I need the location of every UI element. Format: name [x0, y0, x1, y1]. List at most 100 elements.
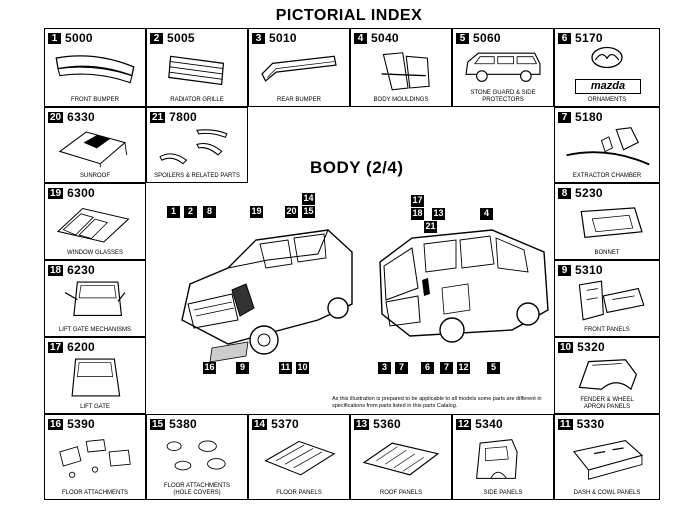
callout-8[interactable]: 8	[203, 206, 216, 218]
part-code: 5010	[269, 31, 297, 45]
index-number: 2	[150, 32, 163, 44]
part-code: 5230	[575, 186, 603, 200]
bonnet-drawing	[561, 200, 653, 247]
part-caption: FLOOR ATTACHMENTS (HOLE COVERS)	[163, 483, 231, 496]
callout-11[interactable]: 11	[279, 362, 292, 374]
part-code: 5330	[576, 417, 605, 431]
part-code: 5310	[575, 263, 603, 277]
applicability-note: As this illustration is prepared to be a…	[332, 396, 542, 409]
part-caption: ORNAMENTS	[587, 97, 627, 103]
part-caption: FRONT BUMPER	[71, 97, 119, 103]
part-caption: BODY MOULDINGS	[373, 97, 429, 103]
index-number: 13	[354, 418, 370, 430]
part-caption: FENDER & WHEEL APRON PANELS	[580, 397, 634, 410]
callout-13[interactable]: 13	[432, 208, 445, 220]
part-caption: BONNET	[594, 250, 620, 256]
floor-attachments-drawing	[51, 431, 139, 487]
part-code: 5060	[473, 31, 501, 45]
callout-16[interactable]: 16	[203, 362, 216, 374]
part-caption: FLOOR PANELS	[276, 490, 322, 496]
part-caption: WINDOW GLASSES	[66, 250, 123, 256]
part-caption: FLOOR ATTACHMENTS	[61, 490, 129, 496]
part-code: 5320	[577, 340, 606, 354]
callout-14[interactable]: 14	[302, 193, 315, 205]
index-number: 16	[48, 418, 64, 430]
section-title: BODY (2/4)	[310, 158, 404, 177]
callout-17[interactable]: 17	[411, 195, 424, 207]
side-panels-drawing	[459, 431, 547, 487]
part-caption: RADIATOR GRILLE	[170, 97, 224, 103]
index-number: 11	[558, 418, 573, 430]
index-number: 14	[252, 418, 268, 430]
part-code: 5340	[475, 417, 504, 431]
front-panels-drawing	[561, 277, 653, 324]
sunroof-drawing	[51, 124, 139, 170]
callout-3[interactable]: 3	[378, 362, 391, 374]
callout-19[interactable]: 19	[250, 206, 263, 218]
callout-18[interactable]: 18	[411, 208, 424, 220]
callout-12[interactable]: 12	[457, 362, 470, 374]
callout-10[interactable]: 10	[296, 362, 309, 374]
part-code: 7800	[169, 110, 198, 124]
mazda-emblem	[561, 45, 653, 70]
callout-7[interactable]: 7	[395, 362, 408, 374]
callout-5[interactable]: 5	[487, 362, 500, 374]
radiator-grille-drawing	[153, 45, 241, 94]
callout-21[interactable]: 21	[424, 221, 437, 233]
index-number: 12	[456, 418, 472, 430]
callout-4[interactable]: 4	[480, 208, 493, 220]
dash-cowl-drawing	[561, 431, 653, 487]
index-number: 4	[354, 32, 367, 44]
rear-van-illustration	[379, 229, 549, 343]
callout-1[interactable]: 1	[167, 206, 180, 218]
part-code: 5370	[271, 417, 300, 431]
part-code: 5000	[65, 31, 93, 45]
mazda-logo-text: mazda	[575, 79, 641, 94]
part-caption: SIDE PANELS	[483, 490, 523, 496]
callout-15[interactable]: 15	[302, 206, 315, 218]
callout-6[interactable]: 6	[421, 362, 434, 374]
index-number: 17	[48, 341, 64, 353]
callout-9[interactable]: 9	[236, 362, 249, 374]
part-code: 5390	[67, 417, 96, 431]
part-caption: LIFT GATE	[80, 404, 110, 410]
extractor-chamber-drawing	[561, 124, 653, 170]
part-code: 6230	[67, 263, 96, 277]
callout-7b[interactable]: 7	[440, 362, 453, 374]
page-title: PICTORIAL INDEX	[275, 7, 423, 24]
part-caption: SPOILERS & RELATED PARTS	[154, 173, 240, 179]
part-caption: FRONT PANELS	[584, 327, 630, 333]
rear-bumper-drawing	[255, 45, 343, 94]
part-code: 6200	[67, 340, 96, 354]
index-number: 20	[48, 111, 64, 123]
index-number: 5	[456, 32, 469, 44]
part-caption: LIFT GATE MECHANISMS	[58, 327, 132, 333]
part-caption: REAR BUMPER	[276, 97, 321, 103]
part-code: 5180	[575, 110, 603, 124]
callout-2[interactable]: 2	[184, 206, 197, 218]
part-caption: ROOF PANELS	[379, 490, 423, 496]
callout-20[interactable]: 20	[285, 206, 298, 218]
van-side-drawing	[459, 45, 547, 86]
